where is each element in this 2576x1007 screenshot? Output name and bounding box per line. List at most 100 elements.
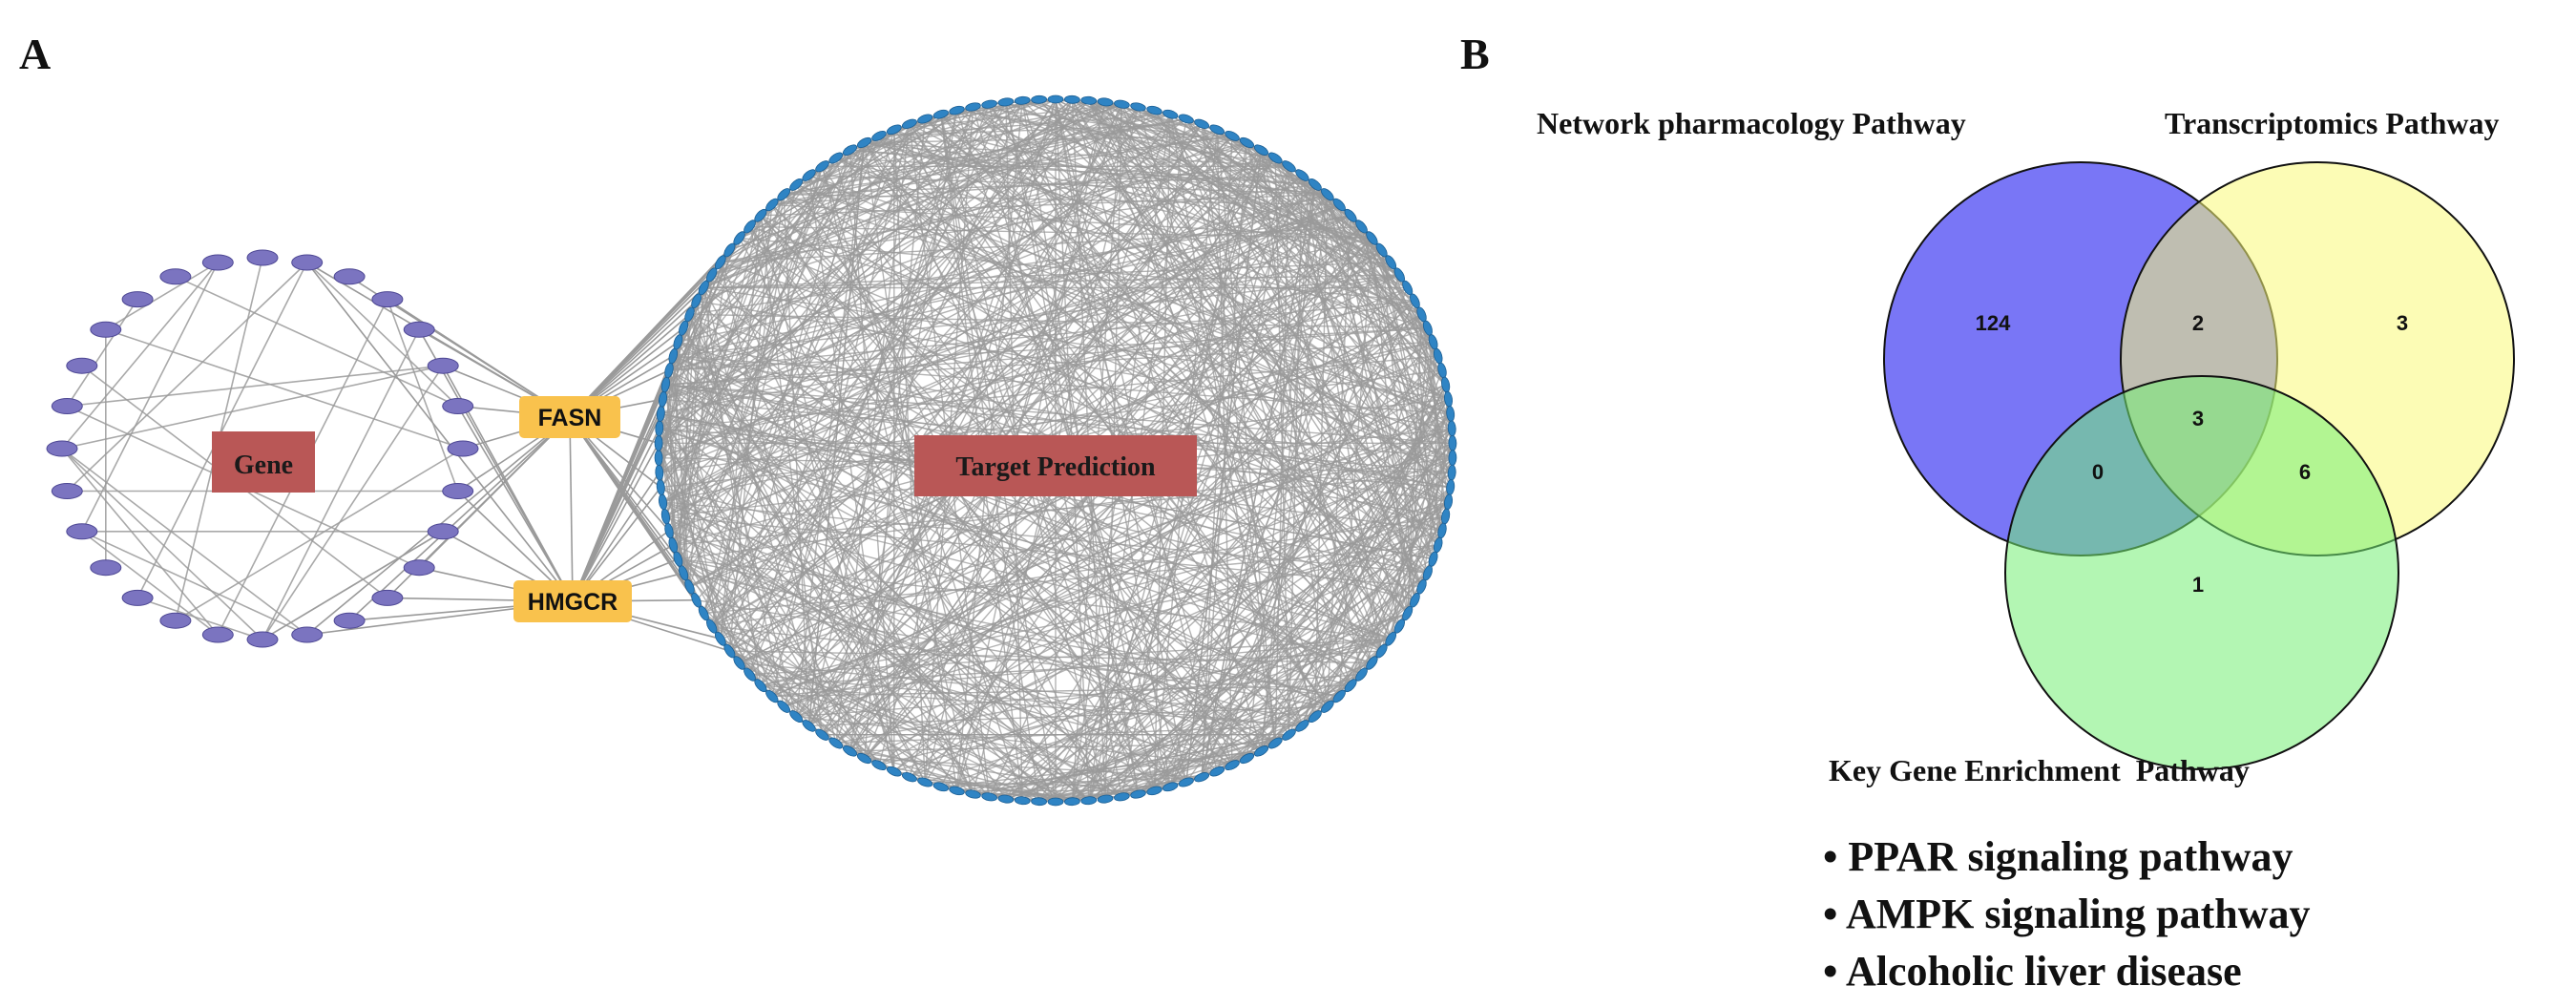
pathway-item: • Alcoholic liver disease	[1823, 948, 2242, 995]
target-edge	[849, 750, 895, 772]
venn-count-all-three: 3	[2192, 407, 2204, 430]
target-node	[1194, 118, 1210, 129]
target-edge	[672, 342, 680, 546]
target-node	[981, 792, 997, 802]
gene-node	[427, 523, 459, 540]
hub-edge	[348, 416, 571, 621]
gene-edge	[67, 365, 444, 408]
target-edge	[711, 106, 1140, 627]
target-node	[917, 114, 933, 124]
target-node	[886, 124, 902, 136]
target-edge	[748, 226, 1057, 803]
fasn-hub-node	[519, 396, 620, 438]
target-edge	[682, 114, 942, 574]
target-node	[1162, 782, 1179, 792]
target-edge	[703, 544, 1438, 615]
target-edge	[1038, 98, 1443, 371]
target-node	[802, 720, 816, 732]
target-node	[886, 766, 902, 777]
target-edge	[760, 215, 824, 735]
target-edge	[893, 98, 1057, 131]
target-node	[1253, 745, 1269, 757]
target-edge	[682, 572, 880, 766]
gene-edge	[262, 531, 444, 640]
target-edge	[1338, 238, 1373, 697]
target-node	[1225, 760, 1240, 771]
target-edge	[795, 183, 1451, 415]
target-edge	[702, 166, 824, 614]
target-edge	[1246, 384, 1447, 759]
target-node	[1130, 789, 1146, 799]
target-edge	[909, 123, 1415, 601]
network-panel: Gene Target Prediction FASN HMGCR	[46, 94, 1457, 807]
target-edge	[1169, 114, 1415, 302]
target-node	[1308, 710, 1322, 724]
target-node	[658, 493, 668, 511]
target-edge	[1088, 99, 1439, 546]
gene-node	[246, 631, 279, 648]
target-node	[789, 710, 804, 724]
gene-node	[403, 321, 435, 338]
target-node	[1064, 94, 1080, 104]
target-edge	[662, 237, 1372, 400]
target-edge	[711, 99, 1023, 627]
gene-node	[442, 483, 474, 499]
target-edge	[677, 287, 704, 559]
target-edge	[863, 106, 1140, 759]
target-edge	[711, 98, 1057, 276]
target-edge	[771, 398, 1449, 698]
target-nodes	[654, 94, 1457, 807]
target-node	[932, 109, 949, 119]
target-edge	[665, 384, 1233, 766]
target-node	[1114, 792, 1130, 802]
target-edge	[702, 123, 911, 614]
gene-node	[291, 254, 324, 271]
gene-node	[442, 398, 474, 414]
target-edge	[796, 117, 1186, 186]
target-node	[901, 772, 917, 783]
target-edge	[1037, 238, 1373, 803]
target-edge	[749, 673, 1303, 727]
target-node	[856, 136, 872, 149]
target-edge	[795, 428, 1453, 718]
target-node	[1130, 102, 1146, 112]
gene-edge	[136, 597, 263, 640]
target-edge	[893, 612, 1408, 772]
target-edge	[1380, 249, 1416, 600]
gene-node	[121, 291, 154, 308]
target-edge	[729, 650, 1039, 803]
target-node	[1014, 796, 1031, 806]
target-edge	[673, 544, 1218, 772]
target-prediction-label: Target Prediction	[955, 452, 1156, 482]
gene-node	[403, 559, 435, 577]
target-node	[1225, 130, 1240, 141]
target-node	[1344, 679, 1357, 693]
target-edge	[711, 135, 1233, 627]
target-node	[1344, 208, 1357, 222]
target-edge	[720, 114, 942, 263]
target-edge	[1104, 442, 1454, 800]
target-node	[754, 679, 767, 693]
target-edge	[835, 638, 1392, 745]
target-edge	[1138, 106, 1372, 240]
target-edge	[1420, 413, 1452, 587]
target-edge	[1088, 99, 1422, 315]
target-edge	[729, 103, 1122, 251]
target-node	[1282, 160, 1296, 173]
target-node	[842, 745, 858, 757]
target-edge	[1022, 98, 1073, 101]
target-node	[1448, 450, 1457, 467]
gene-edge	[262, 328, 420, 640]
target-edge	[672, 142, 866, 546]
target-edge	[662, 194, 1329, 400]
target-edge	[677, 249, 731, 559]
hub-edge	[572, 238, 741, 602]
target-edge	[660, 342, 680, 488]
gene-edge	[105, 262, 219, 330]
gene-node	[66, 523, 98, 540]
target-edge	[702, 136, 880, 614]
target-edge	[878, 457, 1454, 766]
target-node	[1178, 114, 1194, 124]
target-edge	[1380, 249, 1439, 546]
target-edge	[1022, 800, 1073, 803]
